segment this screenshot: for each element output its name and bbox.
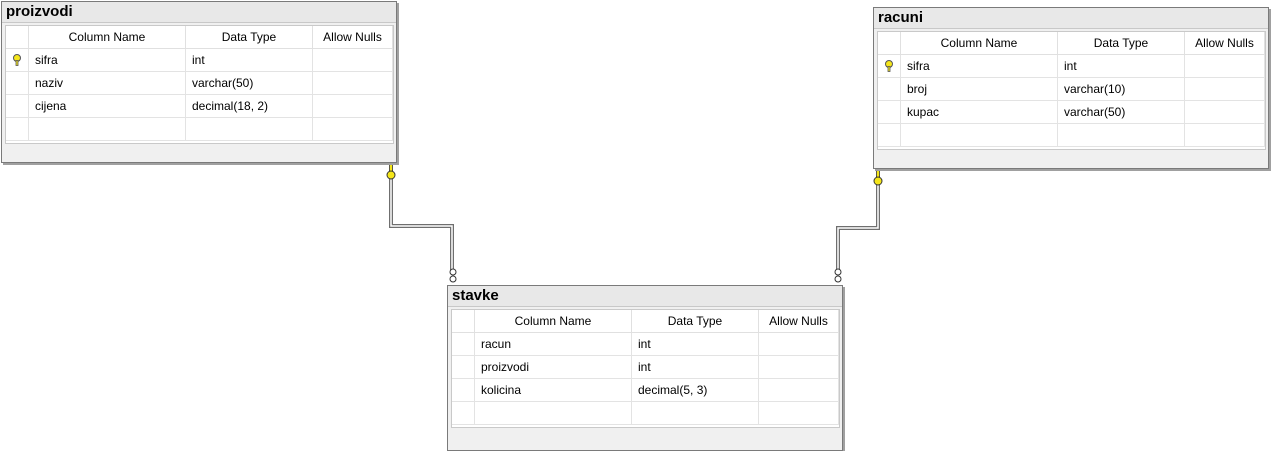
table-row[interactable]: kupac varchar(50)	[878, 100, 1265, 124]
data-type-cell[interactable]: int	[1057, 54, 1185, 78]
data-type-cell[interactable]: int	[185, 48, 313, 72]
key-end-icon	[873, 168, 883, 186]
data-type-cell[interactable]: varchar(50)	[185, 71, 313, 95]
table-row[interactable]: cijena decimal(18, 2)	[6, 94, 393, 118]
table-proizvodi[interactable]: proizvodi Column Name Data Type Allow Nu…	[1, 1, 397, 163]
data-type-cell[interactable]: int	[631, 355, 759, 379]
column-name-cell[interactable]: proizvodi	[474, 355, 632, 379]
allow-nulls-cell[interactable]	[1184, 77, 1265, 101]
column-name-header: Column Name	[28, 26, 186, 49]
table-row[interactable]: racun int	[452, 332, 839, 356]
table-row-empty[interactable]	[452, 401, 839, 425]
allow-nulls-header: Allow Nulls	[758, 310, 839, 333]
table-stavke[interactable]: stavke Column Name Data Type Allow Nulls…	[447, 285, 843, 451]
table-racuni[interactable]: racuni Column Name Data Type Allow Nulls…	[873, 7, 1269, 169]
allow-nulls-cell[interactable]	[312, 71, 393, 95]
allow-nulls-cell[interactable]	[758, 355, 839, 379]
data-type-cell[interactable]: varchar(10)	[1057, 77, 1185, 101]
data-type-header: Data Type	[1057, 32, 1185, 55]
column-name-header: Column Name	[474, 310, 632, 333]
table-row[interactable]: proizvodi int	[452, 355, 839, 379]
primary-key-icon	[885, 60, 893, 73]
allow-nulls-cell[interactable]	[758, 378, 839, 402]
column-name-cell[interactable]: kolicina	[474, 378, 632, 402]
columns-grid: Column Name Data Type Allow Nulls sifra …	[5, 25, 394, 144]
column-name-cell[interactable]: racun	[474, 332, 632, 356]
column-name-cell[interactable]: sifra	[900, 54, 1058, 78]
relationship-proizvodi-stavke[interactable]	[389, 170, 454, 270]
column-name-cell[interactable]: broj	[900, 77, 1058, 101]
allow-nulls-cell[interactable]	[758, 332, 839, 356]
allow-nulls-header: Allow Nulls	[1184, 32, 1265, 55]
relationship-racuni-stavke[interactable]	[836, 176, 880, 270]
allow-nulls-cell[interactable]	[312, 48, 393, 72]
table-row[interactable]: sifra int	[878, 54, 1265, 78]
table-title: racuni	[874, 8, 1268, 29]
allow-nulls-cell[interactable]	[1184, 100, 1265, 124]
column-name-cell[interactable]: cijena	[28, 94, 186, 118]
infinity-end-icon	[834, 268, 842, 283]
primary-key-icon	[13, 54, 21, 67]
allow-nulls-cell[interactable]	[1184, 54, 1265, 78]
data-type-cell[interactable]: decimal(18, 2)	[185, 94, 313, 118]
table-row[interactable]: naziv varchar(50)	[6, 71, 393, 95]
column-name-cell[interactable]: naziv	[28, 71, 186, 95]
allow-nulls-cell[interactable]	[312, 94, 393, 118]
data-type-cell[interactable]: varchar(50)	[1057, 100, 1185, 124]
table-row-empty[interactable]	[6, 117, 393, 141]
infinity-end-icon	[449, 268, 457, 283]
data-type-header: Data Type	[631, 310, 759, 333]
column-name-header: Column Name	[900, 32, 1058, 55]
column-name-cell[interactable]: sifra	[28, 48, 186, 72]
data-type-header: Data Type	[185, 26, 313, 49]
table-row-empty[interactable]	[878, 123, 1265, 147]
table-title: stavke	[448, 286, 842, 307]
data-type-cell[interactable]: decimal(5, 3)	[631, 378, 759, 402]
allow-nulls-header: Allow Nulls	[312, 26, 393, 49]
table-title: proizvodi	[2, 2, 396, 23]
columns-grid: Column Name Data Type Allow Nulls racun …	[451, 309, 840, 428]
column-name-cell[interactable]: kupac	[900, 100, 1058, 124]
columns-grid: Column Name Data Type Allow Nulls sifra …	[877, 31, 1266, 150]
table-row[interactable]: sifra int	[6, 48, 393, 72]
key-end-icon	[386, 162, 396, 180]
data-type-cell[interactable]: int	[631, 332, 759, 356]
table-row[interactable]: kolicina decimal(5, 3)	[452, 378, 839, 402]
table-row[interactable]: broj varchar(10)	[878, 77, 1265, 101]
